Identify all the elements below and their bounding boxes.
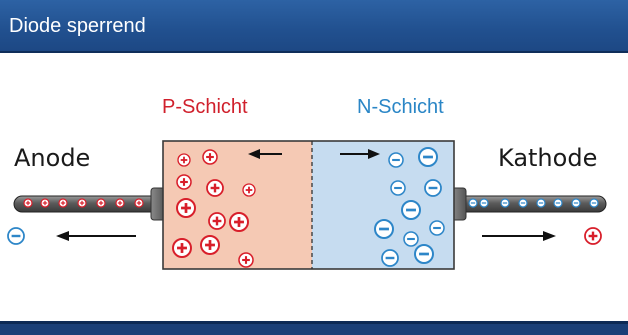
- cathode-hole-arrow: [482, 231, 556, 241]
- anode-electron-charge: [7, 227, 25, 245]
- wire-electron-charge: [536, 198, 546, 208]
- electron-charge: [424, 179, 442, 197]
- p-drift-arrow: [248, 149, 282, 159]
- page-title: Diode sperrend: [9, 15, 146, 37]
- electron-charge: [390, 180, 406, 196]
- n-drift-arrow: [340, 149, 380, 159]
- p-layer-label: P-Schicht: [162, 96, 248, 118]
- hole-charge: [177, 153, 191, 167]
- wire-hole-charge: [58, 198, 68, 208]
- wire-hole-charge: [40, 198, 50, 208]
- cathode-label: Kathode: [498, 144, 597, 172]
- electron-charge: [418, 147, 438, 167]
- electron-charge: [374, 219, 394, 239]
- electron-charge: [381, 249, 399, 267]
- electron-charge: [401, 200, 421, 220]
- wire-hole-charge: [134, 198, 144, 208]
- diode-body-outline: [162, 140, 455, 270]
- hole-charge: [229, 212, 249, 232]
- wire-electron-charge: [479, 198, 489, 208]
- wire-hole-charge: [23, 198, 33, 208]
- wire-electron-charge: [518, 198, 528, 208]
- cathode-hole-charge: [584, 227, 602, 245]
- wire-hole-charge: [77, 198, 87, 208]
- wire-electron-charge: [553, 198, 563, 208]
- wire-electron-charge: [589, 198, 599, 208]
- hole-charge: [176, 198, 196, 218]
- title-bar: Diode sperrend: [0, 0, 628, 53]
- diode-diagram: P-Schicht N-Schicht Anode Kathode: [7, 96, 607, 270]
- wire-hole-charge: [96, 198, 106, 208]
- wire-hole-charge: [115, 198, 125, 208]
- electron-charge: [414, 244, 434, 264]
- footer-bar: [0, 321, 628, 335]
- electron-charge: [388, 152, 404, 168]
- electron-charge: [429, 220, 445, 236]
- hole-charge: [202, 149, 218, 165]
- wire-electron-charge: [468, 198, 478, 208]
- hole-charge: [176, 174, 192, 190]
- hole-charge: [242, 183, 256, 197]
- electron-charge: [403, 231, 419, 247]
- anode-label: Anode: [14, 144, 90, 172]
- hole-charge: [238, 252, 254, 268]
- hole-charge: [200, 235, 220, 255]
- hole-charge: [172, 238, 192, 258]
- hole-charge: [206, 179, 224, 197]
- anode-electron-arrow: [56, 231, 136, 241]
- wire-electron-charge: [571, 198, 581, 208]
- n-layer-label: N-Schicht: [357, 96, 444, 118]
- charge-carriers: [7, 147, 602, 268]
- wire-electron-charge: [500, 198, 510, 208]
- hole-charge: [208, 212, 226, 230]
